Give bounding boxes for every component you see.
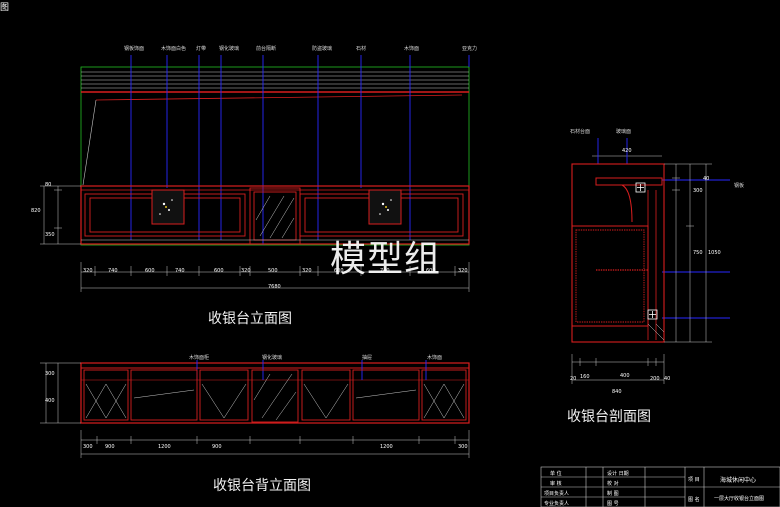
section-right-dim: 40 bbox=[703, 176, 710, 182]
front-dim: 320 bbox=[83, 268, 93, 274]
front-dim: 320 bbox=[241, 268, 251, 274]
front-annotation: 亚克力 bbox=[462, 46, 478, 52]
back-dim: 300 bbox=[458, 444, 468, 450]
back-elevation-title: 收银台背立面图 bbox=[213, 478, 311, 494]
front-dim: 740 bbox=[108, 268, 118, 274]
section-bottom-dim: 160 bbox=[580, 374, 590, 380]
back-annotation: 抽屉 bbox=[362, 355, 373, 361]
drawing-name: 一层大厅收银台立面图 bbox=[714, 496, 765, 502]
corner-label: 图 bbox=[0, 3, 10, 13]
section-top-dim: 420 bbox=[622, 148, 632, 154]
section-annotation: 钢板 bbox=[734, 183, 745, 189]
back-dim: 1200 bbox=[158, 444, 171, 450]
section-annotation: 石材台面 bbox=[570, 129, 591, 135]
section-right-dim: 750 bbox=[693, 250, 703, 256]
front-left-dim: 80 bbox=[45, 182, 52, 188]
front-dim: 320 bbox=[302, 268, 312, 274]
title-block-key: 校 对 bbox=[607, 481, 619, 487]
front-elevation bbox=[40, 55, 470, 292]
back-dim: 900 bbox=[105, 444, 115, 450]
section-title: 收银台剖面图 bbox=[567, 409, 651, 425]
front-dim: 500 bbox=[268, 268, 278, 274]
section-total-dim: 840 bbox=[612, 389, 622, 395]
front-left-dim: 350 bbox=[45, 232, 55, 238]
project-label: 项 目 bbox=[688, 477, 700, 483]
section-bottom-dim: 400 bbox=[620, 373, 630, 379]
front-elevation-title: 收银台立面图 bbox=[208, 311, 292, 327]
front-annotation: 木饰面白色 bbox=[161, 46, 187, 52]
front-annotation: 钢板饰面 bbox=[124, 46, 145, 52]
section-right-dim: 1050 bbox=[708, 250, 721, 256]
back-annotation: 钢化玻璃 bbox=[262, 355, 283, 361]
title-block-key: 项目负责人 bbox=[544, 491, 570, 497]
front-annotation: 石材 bbox=[356, 46, 367, 52]
watermark: 模型组 bbox=[330, 239, 442, 280]
back-elevation bbox=[40, 360, 470, 458]
front-dim: 600 bbox=[145, 268, 155, 274]
title-block-key: 设计 日期 bbox=[607, 471, 629, 477]
title-block-key: 制 图 bbox=[607, 491, 619, 497]
front-total-dim: 7680 bbox=[268, 284, 281, 290]
section-bottom-dim: 20 bbox=[570, 376, 577, 382]
front-annotation: 前台隔断 bbox=[256, 46, 277, 52]
front-dim: 320 bbox=[458, 268, 468, 274]
back-left-dim: 400 bbox=[45, 398, 55, 404]
section-right-dim: 300 bbox=[693, 188, 703, 194]
drawing-name-label: 图 名 bbox=[688, 497, 700, 503]
section-bottom-dim: 40 bbox=[664, 376, 671, 382]
back-left-dim: 300 bbox=[45, 371, 55, 377]
back-dim: 1200 bbox=[380, 444, 393, 450]
front-dim: 600 bbox=[214, 268, 224, 274]
project-name: 海城休闲中心 bbox=[720, 477, 757, 484]
front-annotation: 防盗玻璃 bbox=[312, 46, 333, 52]
title-block-key: 专业负责人 bbox=[544, 501, 570, 507]
back-dim: 300 bbox=[83, 444, 93, 450]
front-left-dim: 820 bbox=[31, 208, 41, 214]
section-view bbox=[571, 138, 730, 384]
front-dim: 740 bbox=[380, 268, 390, 274]
front-dim: 600 bbox=[426, 268, 436, 274]
back-dim: 900 bbox=[212, 444, 222, 450]
front-dim: 740 bbox=[175, 268, 185, 274]
front-annotation: 钢化玻璃 bbox=[219, 46, 240, 52]
title-block-key: 单 位 bbox=[550, 471, 562, 477]
title-block-frame bbox=[540, 466, 780, 507]
front-annotation: 灯带 bbox=[196, 46, 207, 52]
title-block-key: 审 核 bbox=[550, 481, 562, 487]
back-annotation: 木饰面柜 bbox=[189, 355, 210, 361]
section-annotation: 玻璃面 bbox=[616, 129, 632, 135]
back-annotation: 木饰面 bbox=[427, 355, 443, 361]
front-dim: 600 bbox=[334, 268, 344, 274]
title-block-key: 图 号 bbox=[607, 501, 619, 507]
front-annotation: 木饰面 bbox=[404, 46, 420, 52]
section-bottom-dim: 200 bbox=[650, 376, 660, 382]
